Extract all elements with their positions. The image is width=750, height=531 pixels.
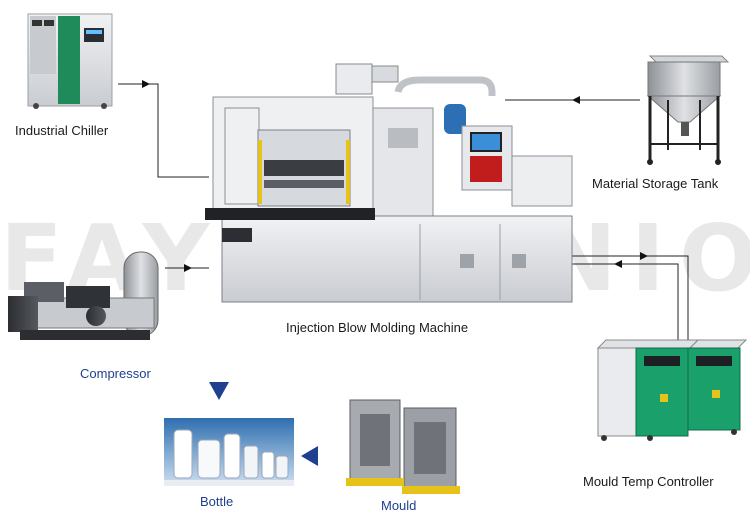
tank-arrow-icon: [572, 96, 580, 104]
chiller-connector: [118, 83, 209, 178]
mould-illustration: [346, 399, 460, 494]
mould-temp-controller-illustration: [596, 339, 748, 441]
controller-connector: [572, 255, 689, 345]
left-triangle-icon: [301, 446, 318, 466]
bottle-illustration: [164, 418, 294, 486]
chiller-arrow-icon: [142, 80, 150, 88]
label-bottle: Bottle: [200, 494, 234, 509]
controller-arrow-left-icon: [614, 260, 622, 268]
label-mould-temp-controller: Mould Temp Controller: [583, 474, 714, 489]
industrial-chiller-illustration: [27, 13, 113, 109]
label-industrial-chiller: Industrial Chiller: [15, 123, 109, 138]
label-compressor: Compressor: [80, 366, 151, 381]
label-material-storage-tank: Material Storage Tank: [592, 176, 719, 191]
compressor-illustration: [8, 251, 159, 340]
down-triangle-icon: [209, 382, 229, 400]
compressor-arrow-icon: [184, 264, 192, 272]
label-mould: Mould: [381, 498, 417, 513]
controller-arrow-right-icon: [640, 252, 648, 260]
label-injection-blow-molding-machine: Injection Blow Molding Machine: [286, 320, 469, 335]
material-storage-tank-illustration: [646, 55, 730, 165]
injection-blow-molding-machine-illustration: [205, 63, 573, 303]
